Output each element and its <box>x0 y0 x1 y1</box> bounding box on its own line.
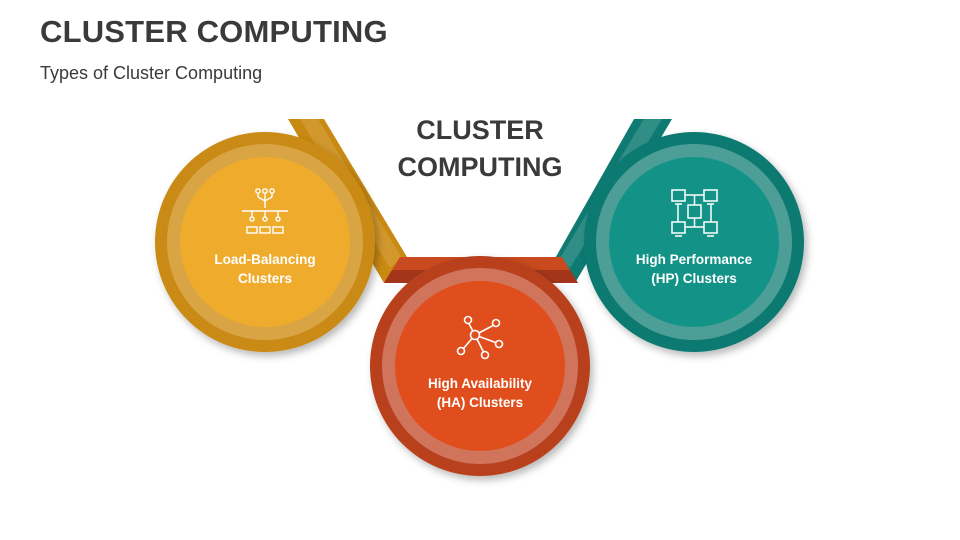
node-high-availability <box>370 256 590 476</box>
high-availability-label-line-2: (HA) Clusters <box>436 395 524 410</box>
load-balancing-label-line-2: Clusters <box>237 271 293 286</box>
node-high-performance <box>584 132 804 352</box>
load-balancer-icon <box>242 188 288 234</box>
load-balancing-label: Load-Balancing Clusters <box>195 250 335 288</box>
high-performance-inner-circle <box>609 157 779 327</box>
node-load-balancing <box>155 132 375 352</box>
high-availability-label: High Availability (HA) Clusters <box>410 374 550 412</box>
high-performance-label: High Performance (HP) Clusters <box>624 250 764 288</box>
high-performance-label-line-1: High Performance <box>635 252 753 267</box>
high-availability-inner-circle <box>395 281 565 451</box>
load-balancing-label-line-1: Load-Balancing <box>214 252 316 267</box>
network-hub-icon <box>456 315 504 360</box>
server-cluster-icon <box>671 189 718 237</box>
slide-title: CLUSTER COMPUTING <box>40 14 388 49</box>
high-availability-label-line-1: High Availability <box>427 376 533 391</box>
load-balancing-inner-circle <box>180 157 350 327</box>
slide-subtitle: Types of Cluster Computing <box>40 63 263 83</box>
high-performance-label-line-2: (HP) Clusters <box>651 271 737 286</box>
center-label-line-1: CLUSTER <box>416 115 544 145</box>
center-label-line-2: COMPUTING <box>397 152 563 182</box>
